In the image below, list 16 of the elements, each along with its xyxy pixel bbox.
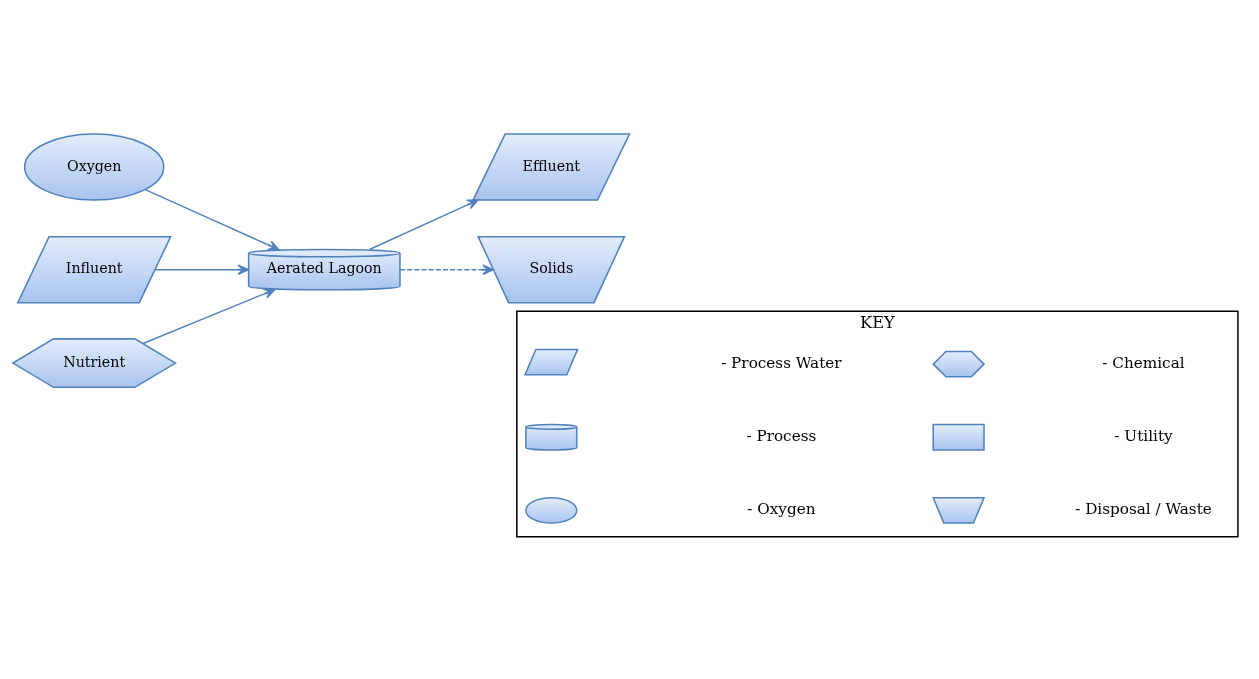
legend-label: - Process [746,426,817,445]
arrow [154,264,249,275]
node-trapezoid [932,496,986,524]
node-parallelogram [523,348,579,376]
legend-label: - Oxygen [747,499,816,518]
arrow [368,199,479,251]
arrow [142,288,276,345]
legend-label: - Process Water [721,353,842,372]
node-ellipse: Oxygen [23,133,165,201]
legend-label: - Chemical [1102,353,1185,372]
node-box [932,423,985,451]
arrow [399,264,494,275]
legend-label: - Utility [1114,426,1173,445]
node-ellipse [525,496,578,524]
node-hexagon [932,350,986,378]
legend-label: - Disposal / Waste [1075,499,1212,518]
